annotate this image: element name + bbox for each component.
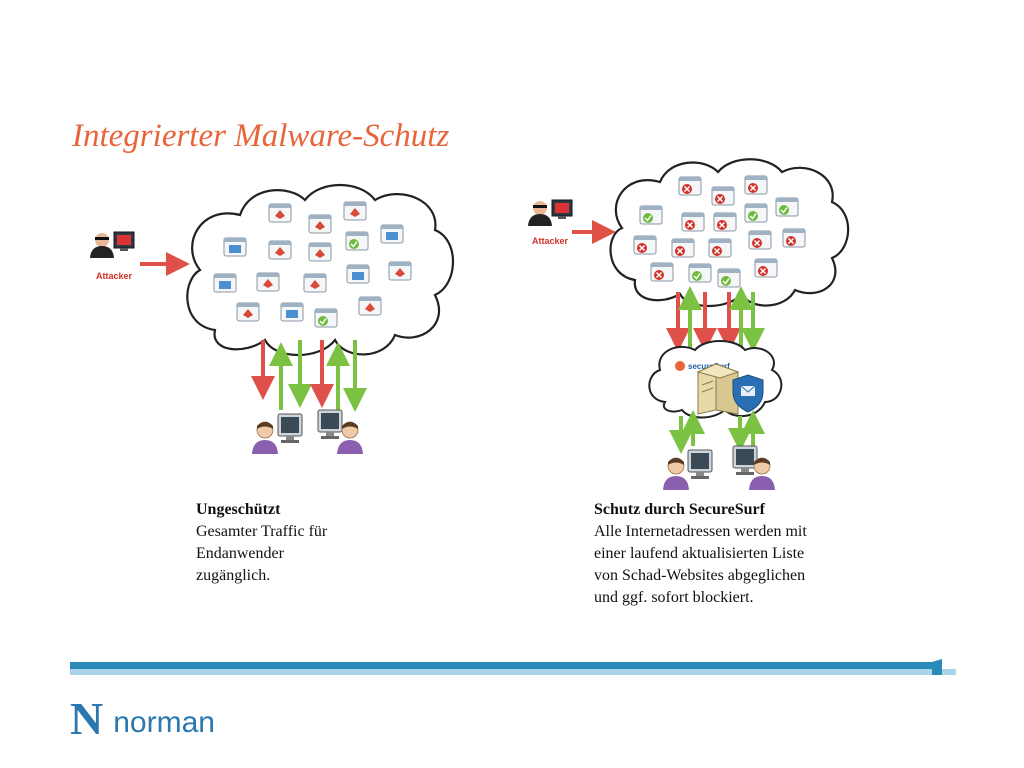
logo-word: norman [113, 706, 215, 739]
traffic-arrows-right-bottom [669, 410, 765, 454]
securesurf-logo-text: secureSurf [688, 362, 730, 371]
securesurf-logo: secureSurf [675, 361, 730, 371]
caption-left-line: zugänglich. [196, 567, 271, 584]
caption-right-heading: Schutz durch SecureSurf [594, 501, 765, 518]
attacker-left: Attacker [90, 231, 135, 281]
caption-unprotected: Ungeschützt Gesamter Traffic für Endanwe… [196, 499, 386, 587]
attacker-label-right: Attacker [532, 236, 569, 246]
footer-divider [70, 659, 956, 675]
server-icon [696, 363, 740, 415]
caption-securesurf: Schutz durch SecureSurf Alle Internetadr… [594, 499, 884, 609]
slide-title: Integrierter Malware-Schutz [72, 118, 450, 154]
caption-right-line: von Schad-Websites abgeglichen [594, 567, 806, 584]
cloud-left [186, 183, 455, 357]
caption-right-line: Alle Internetadressen werden mit [594, 523, 807, 540]
traffic-arrows-left [251, 340, 367, 412]
caption-right-line: und ggf. sofort blockiert. [594, 589, 754, 606]
users-left [251, 409, 364, 455]
traffic-arrows-right-top [666, 286, 765, 352]
norman-logo: N norman [70, 693, 215, 744]
caption-left-line: Gesamter Traffic für [196, 523, 328, 540]
attacker-label-left: Attacker [96, 271, 133, 281]
caption-left-heading: Ungeschützt [196, 501, 281, 518]
logo-letter: N [70, 693, 104, 744]
caption-right-line: einer laufend aktualisierten Liste [594, 545, 805, 562]
users-right [662, 445, 776, 491]
attacker-right: Attacker [528, 199, 573, 246]
caption-left-line: Endanwender [196, 545, 284, 562]
